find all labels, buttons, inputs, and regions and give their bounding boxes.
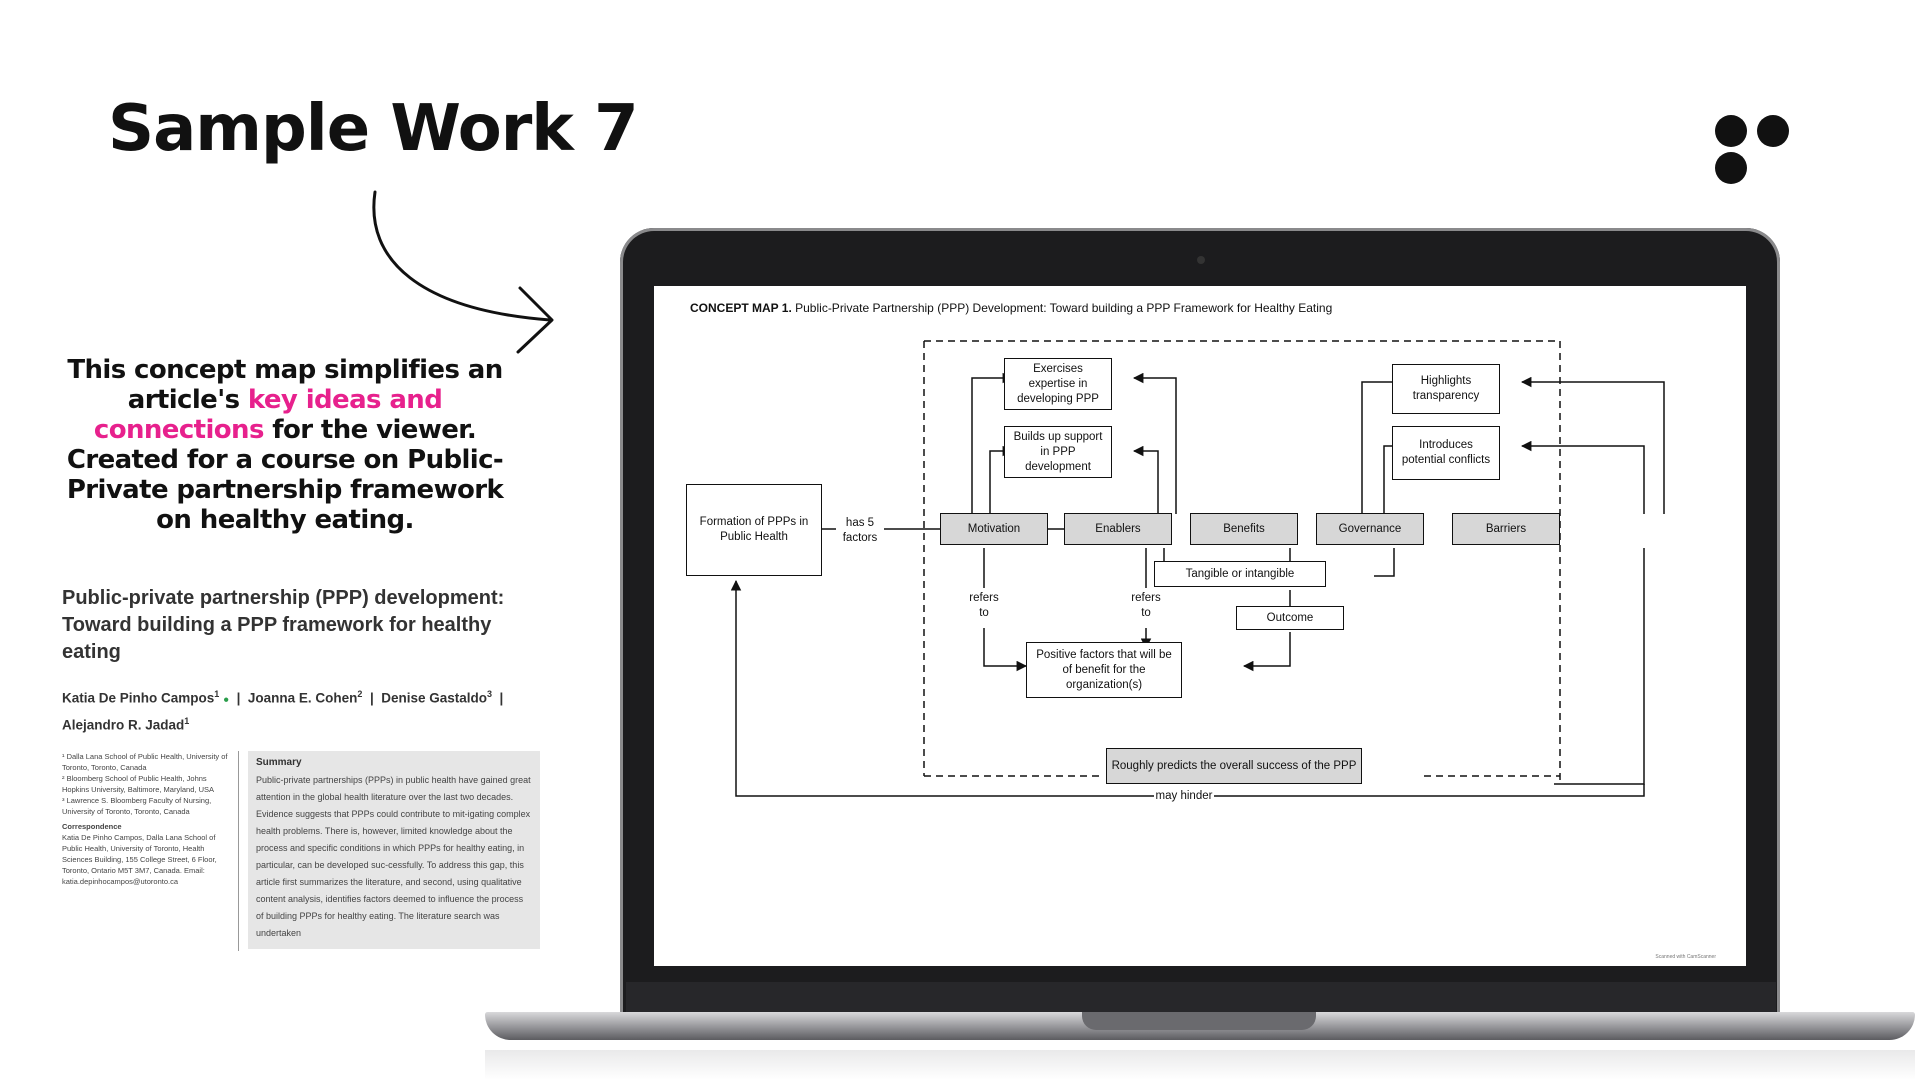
- summary-text: Public-private partnerships (PPPs) in pu…: [256, 775, 531, 938]
- label-may-hinder: may hinder: [1154, 789, 1214, 804]
- page-title: Sample Work 7: [108, 92, 639, 166]
- description-text-start: This concept map simplifies an article's: [67, 355, 503, 415]
- node-positive: Positive factors that will be of benefit…: [1026, 642, 1182, 698]
- author-name: Alejandro R. Jadad: [62, 717, 185, 732]
- author-name: Joanna E. Cohen: [247, 690, 358, 706]
- paper-excerpt: Public-private partnership (PPP) develop…: [62, 585, 547, 951]
- author-name: Katia De Pinho Campos: [62, 690, 215, 706]
- author-name: Denise Gastaldo: [381, 690, 488, 706]
- label-has5: has 5 factors: [836, 516, 884, 546]
- affiliations: ¹ Dalla Lana School of Public Health, Un…: [62, 752, 228, 886]
- label-refers-enablers: refers to: [1126, 591, 1166, 621]
- node-introduces: Introduces potential conflicts: [1392, 426, 1500, 480]
- node-barriers: Barriers: [1452, 513, 1560, 545]
- label-refers-motivation: refers to: [964, 591, 1004, 621]
- laptop-bezel: [626, 982, 1776, 1014]
- curved-arrow-icon: [372, 190, 554, 354]
- laptop-reflection: [485, 1050, 1915, 1080]
- camera-icon: [1197, 256, 1205, 264]
- node-formation: Formation of PPPs in Public Health: [686, 484, 822, 576]
- node-tangible: Tangible or intangible: [1154, 561, 1326, 587]
- description-text-end: for the viewer. Created for a course on …: [66, 415, 504, 535]
- paper-authors: Katia De Pinho Campos1 ● | Joanna E. Coh…: [62, 689, 504, 732]
- scanner-watermark: Scanned with CamScanner: [1655, 954, 1716, 960]
- node-enablers: Enablers: [1064, 513, 1172, 545]
- node-outcome: Outcome: [1236, 606, 1344, 630]
- node-motivation: Motivation: [940, 513, 1048, 545]
- paper-title: Public-private partnership (PPP) develop…: [62, 587, 505, 663]
- concept-map-title: CONCEPT MAP 1. Public-Private Partnershi…: [690, 301, 1333, 315]
- node-predicts: Roughly predicts the overall success of …: [1106, 748, 1362, 784]
- node-highlights: Highlights transparency: [1392, 364, 1500, 414]
- laptop-notch: [1082, 1012, 1316, 1030]
- summary-heading: Summary: [256, 757, 302, 768]
- laptop-screen: CONCEPT MAP 1. Public-Private Partnershi…: [654, 286, 1746, 966]
- more-icon[interactable]: [1715, 115, 1835, 184]
- node-builds: Builds up support in PPP development: [1004, 426, 1112, 478]
- node-exercises: Exercises expertise in developing PPP: [1004, 358, 1112, 410]
- node-benefits: Benefits: [1190, 513, 1298, 545]
- description-text: This concept map simplifies an article's…: [50, 355, 520, 535]
- divider: [238, 751, 239, 951]
- summary-box: Summary Public-private partnerships (PPP…: [248, 751, 540, 949]
- orcid-icon: ●: [223, 694, 230, 706]
- node-governance: Governance: [1316, 513, 1424, 545]
- description-highlight: key ideas and connections: [93, 385, 443, 445]
- concept-map-connectors: [730, 340, 1665, 797]
